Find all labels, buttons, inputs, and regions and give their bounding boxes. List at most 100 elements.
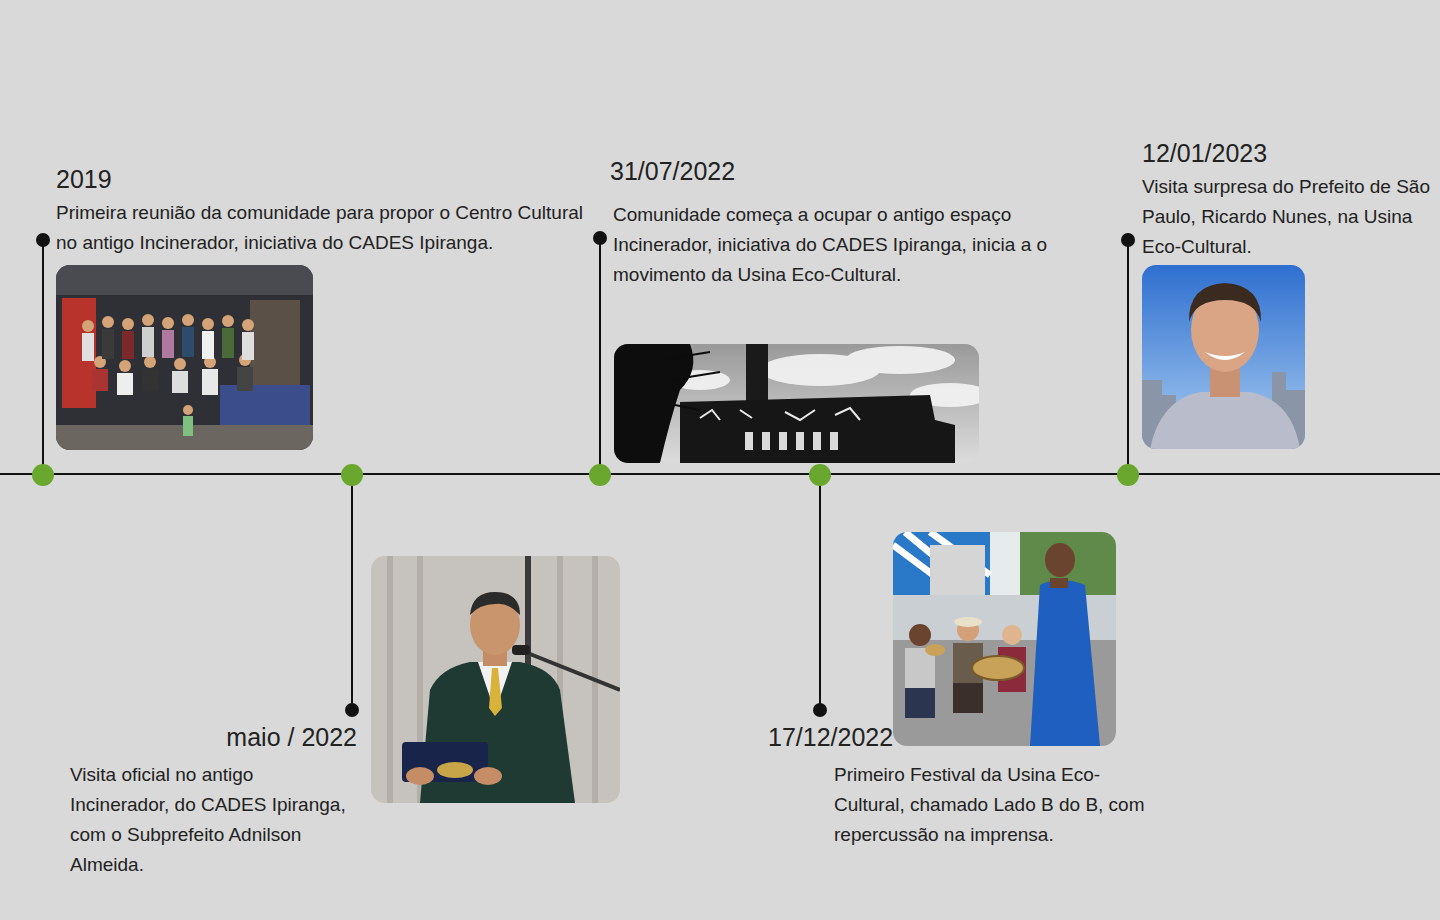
photo-detail	[700, 408, 860, 420]
photo-detail	[102, 329, 114, 359]
photo-detail	[202, 318, 214, 330]
photo-detail	[119, 360, 131, 372]
photo-detail	[237, 367, 253, 391]
date-label: maio / 2022	[226, 722, 357, 752]
date-label: 12/01/2023	[1142, 138, 1267, 168]
photo-detail	[614, 344, 979, 463]
photo-detail	[893, 532, 990, 595]
photo-detail	[183, 405, 193, 415]
photo-detail	[1189, 283, 1261, 322]
speaker-photo	[371, 556, 620, 803]
photo-detail	[142, 327, 154, 357]
photo-detail	[182, 314, 194, 326]
photo-detail	[387, 556, 393, 803]
photo-detail	[162, 317, 174, 329]
photo-detail	[250, 300, 300, 390]
photo-detail	[82, 327, 254, 436]
photo-detail	[470, 592, 520, 615]
photo-detail	[670, 372, 720, 380]
photo-detail	[202, 369, 218, 395]
photo-detail	[905, 688, 935, 718]
photo-detail	[745, 432, 838, 450]
photo-detail	[845, 346, 955, 374]
portrait-photo	[1142, 265, 1305, 449]
photo-detail	[489, 668, 502, 716]
date-label: 31/07/2022	[610, 156, 735, 186]
photo-detail	[406, 767, 434, 785]
photo-detail	[746, 344, 768, 404]
photo-detail	[1050, 578, 1068, 588]
axis-marker	[32, 464, 54, 486]
photo-detail	[893, 532, 1116, 746]
photo-detail	[745, 432, 753, 450]
photo-detail	[680, 395, 955, 463]
photo-detail	[182, 327, 194, 357]
photo-detail	[183, 416, 193, 436]
photo-detail	[142, 369, 158, 391]
axis-marker	[341, 464, 363, 486]
photo-detail	[909, 624, 931, 646]
stem-dot	[345, 703, 359, 717]
photo-detail	[830, 432, 838, 450]
axis-marker	[1117, 464, 1139, 486]
photo-detail	[242, 319, 254, 331]
photo-detail	[144, 356, 156, 368]
photo-detail	[925, 644, 945, 656]
photo-detail	[82, 333, 94, 361]
photo-detail	[930, 545, 985, 595]
photo-detail	[56, 265, 313, 295]
stem-dot	[1121, 233, 1135, 247]
photo-detail	[62, 298, 96, 408]
photo-detail	[953, 683, 983, 713]
photo-detail	[92, 369, 108, 391]
stem-line	[351, 474, 353, 710]
photo-detail	[1030, 580, 1100, 746]
photo-detail	[122, 318, 134, 330]
photo-detail	[1142, 265, 1305, 449]
photo-detail	[174, 358, 186, 370]
axis-markers	[32, 464, 1139, 486]
photo-detail	[437, 762, 473, 778]
photo-detail	[893, 532, 990, 595]
photo-detail	[813, 432, 821, 450]
stem-line	[819, 474, 821, 710]
stem-line	[1127, 240, 1129, 474]
photo-detail	[142, 314, 154, 326]
axis-marker	[809, 464, 831, 486]
photo-detail	[117, 373, 133, 395]
stem-dot	[36, 233, 50, 247]
group-photo	[56, 265, 313, 450]
photo-detail	[220, 385, 310, 425]
event-text: Comunidade começa a ocupar o antigo espa…	[613, 200, 1053, 290]
photo-detail	[1205, 352, 1245, 360]
photo-detail	[660, 352, 710, 360]
photo-detail	[650, 400, 700, 410]
photo-detail	[242, 332, 254, 360]
stem-line	[42, 240, 44, 474]
photo-detail	[56, 265, 313, 450]
stem-dot	[813, 703, 827, 717]
photo-detail	[650, 352, 720, 410]
photo-detail	[82, 314, 254, 415]
photo-detail	[972, 656, 1024, 680]
photo-detail	[1045, 543, 1075, 577]
photo-detail	[520, 650, 620, 690]
timeline-axis	[0, 473, 1440, 475]
event-text: Visita oficial no antigo Incinerador, do…	[70, 760, 352, 880]
photo-detail	[162, 330, 174, 358]
photo-detail	[390, 556, 595, 803]
photo-detail	[779, 432, 787, 450]
photo-detail	[202, 331, 214, 359]
stem-line	[599, 238, 601, 474]
photo-detail	[1150, 392, 1300, 449]
photo-detail	[762, 432, 770, 450]
photo-detail	[222, 328, 234, 358]
photo-detail	[1002, 625, 1022, 645]
axis-marker	[589, 464, 611, 486]
photo-detail	[670, 346, 979, 407]
photo-detail	[222, 315, 234, 327]
event-text: Visita surpresa do Prefeito de São Paulo…	[1142, 172, 1432, 262]
date-label: 17/12/2022	[768, 722, 893, 752]
incinerator-photo	[614, 344, 979, 463]
